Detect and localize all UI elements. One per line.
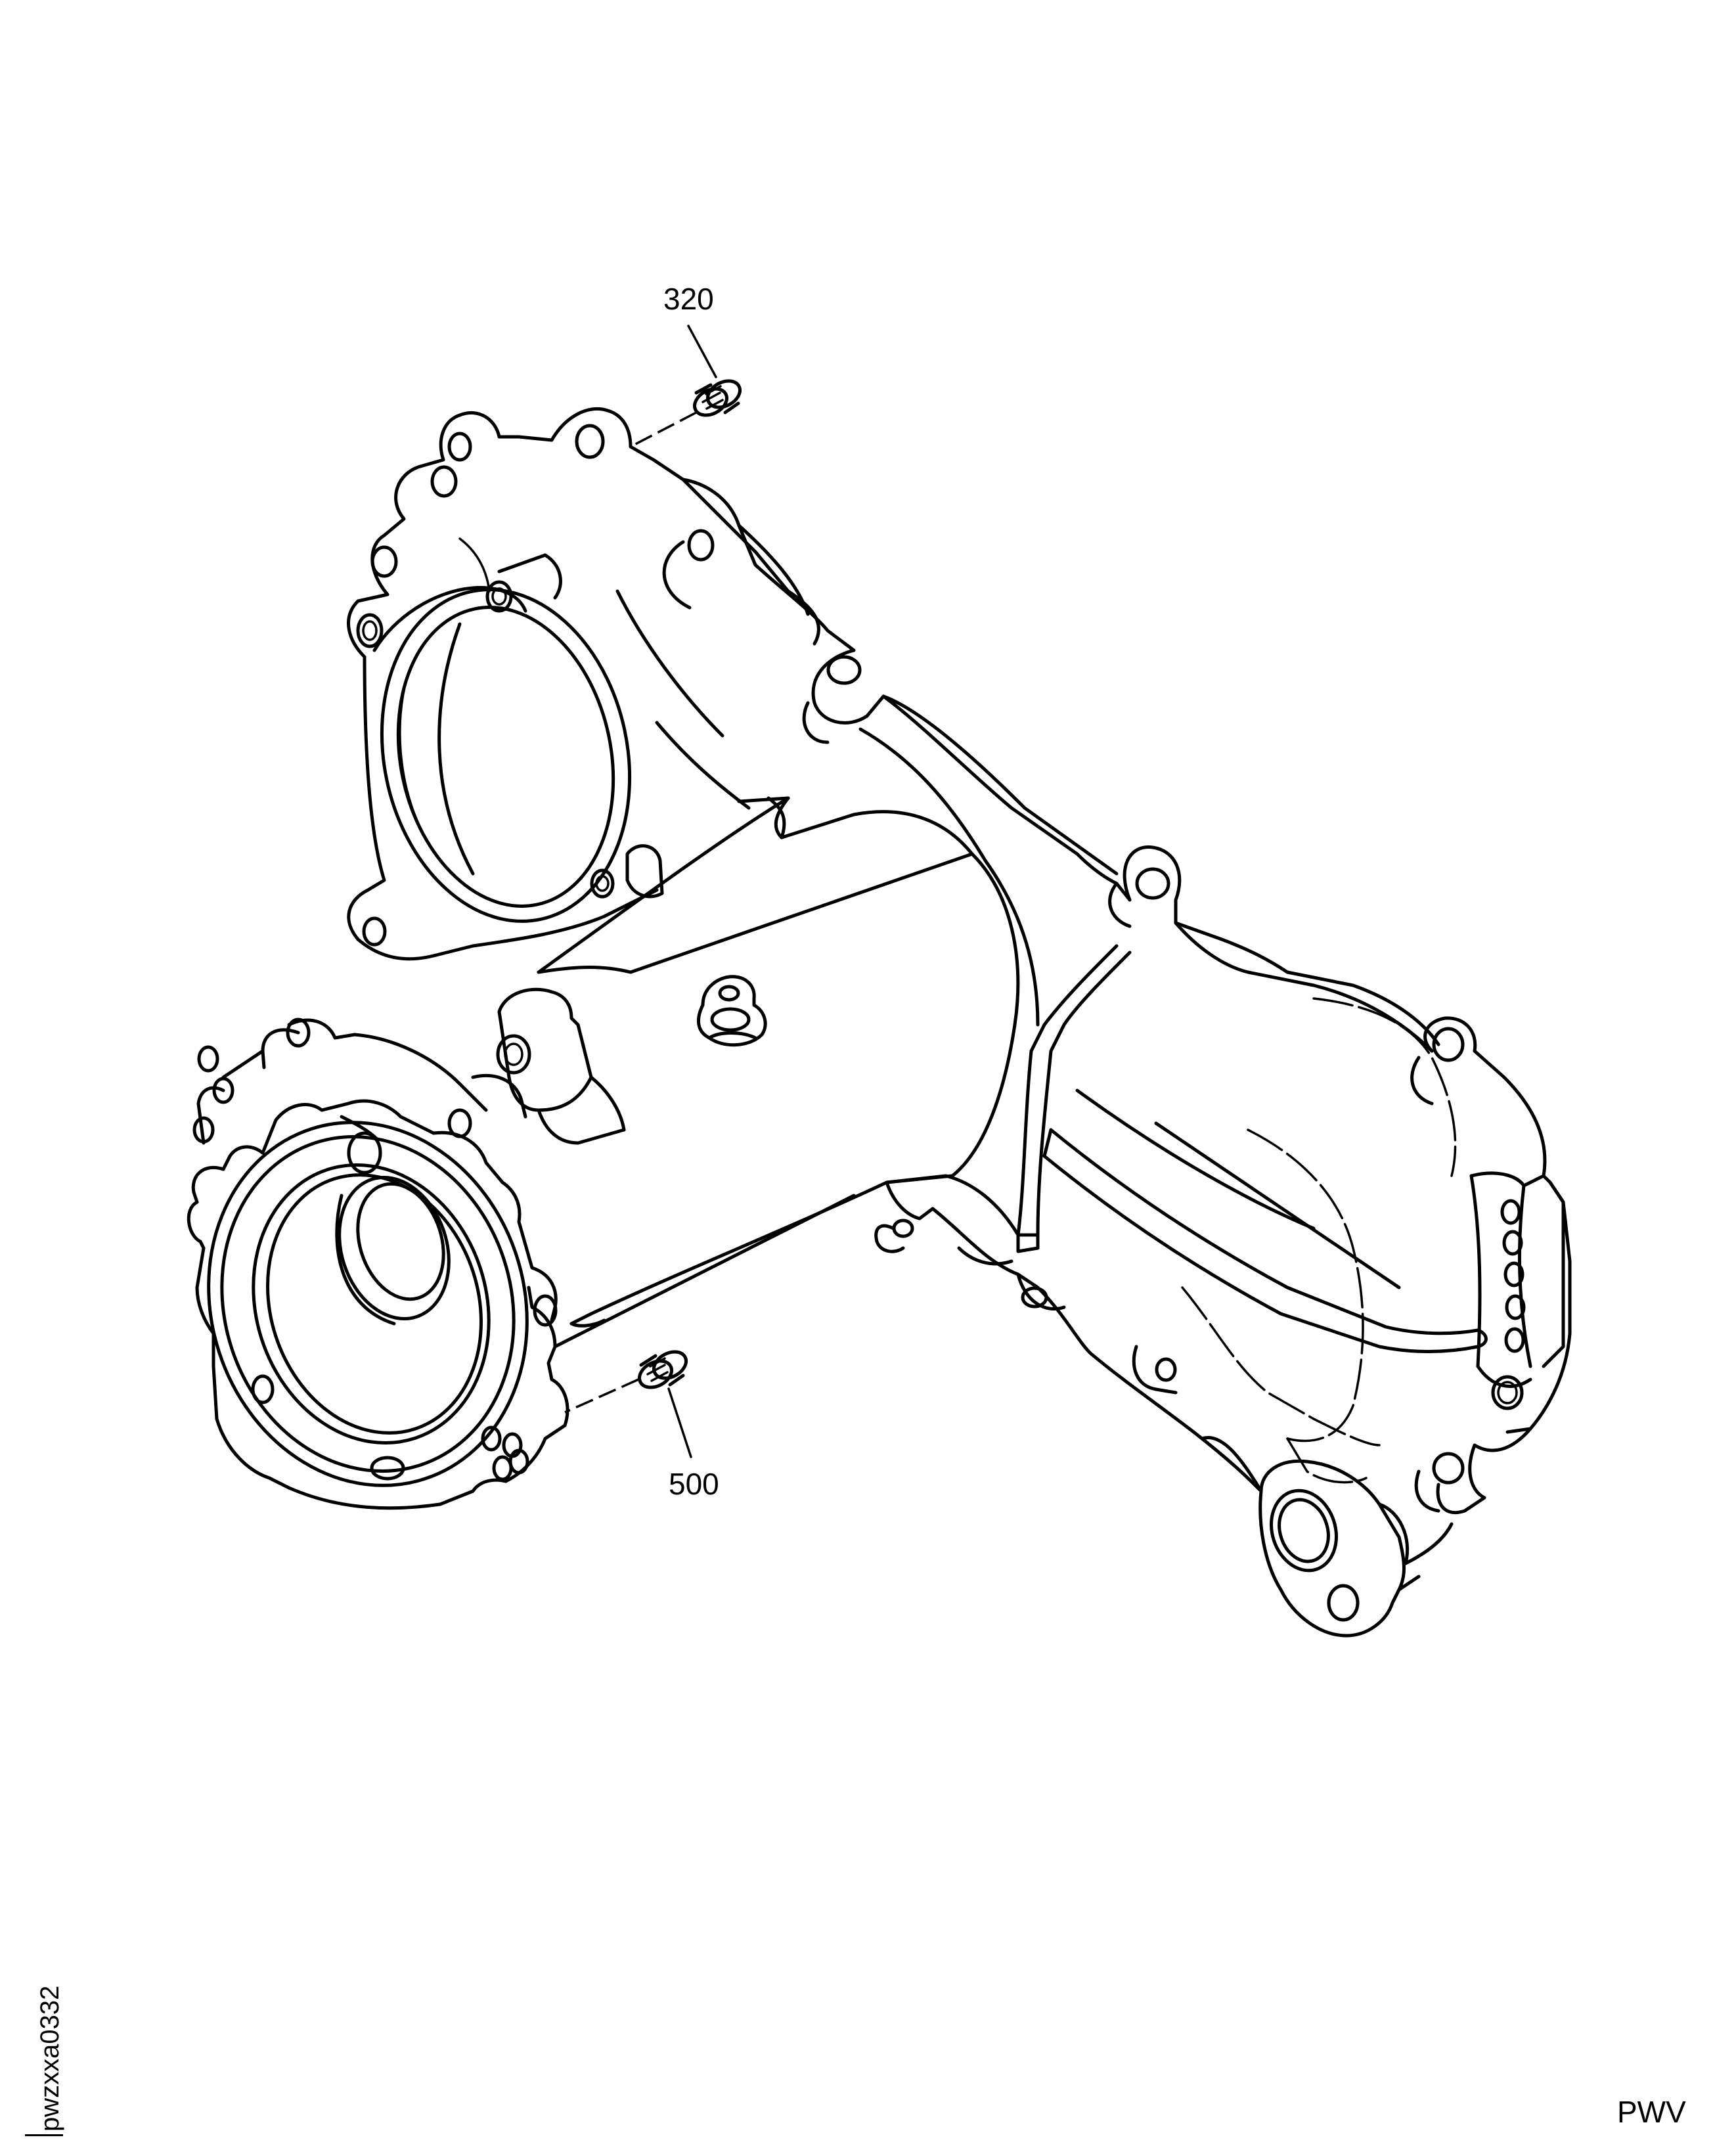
leader-500 [564, 1378, 692, 1458]
plug-500 [638, 1350, 688, 1389]
drawing-code: pwzxxa0332 [25, 1985, 64, 2136]
axle-housing [187, 407, 1572, 1638]
upper-flange-bolt-holes [356, 424, 715, 947]
callout-320: 320 [663, 282, 714, 316]
leader-320 [630, 325, 717, 448]
plug-320 [693, 379, 742, 417]
model-code: PWV [1617, 2095, 1686, 2129]
right-cover-bolt-holes [1491, 1199, 1526, 1410]
callout-500: 500 [669, 1467, 719, 1501]
